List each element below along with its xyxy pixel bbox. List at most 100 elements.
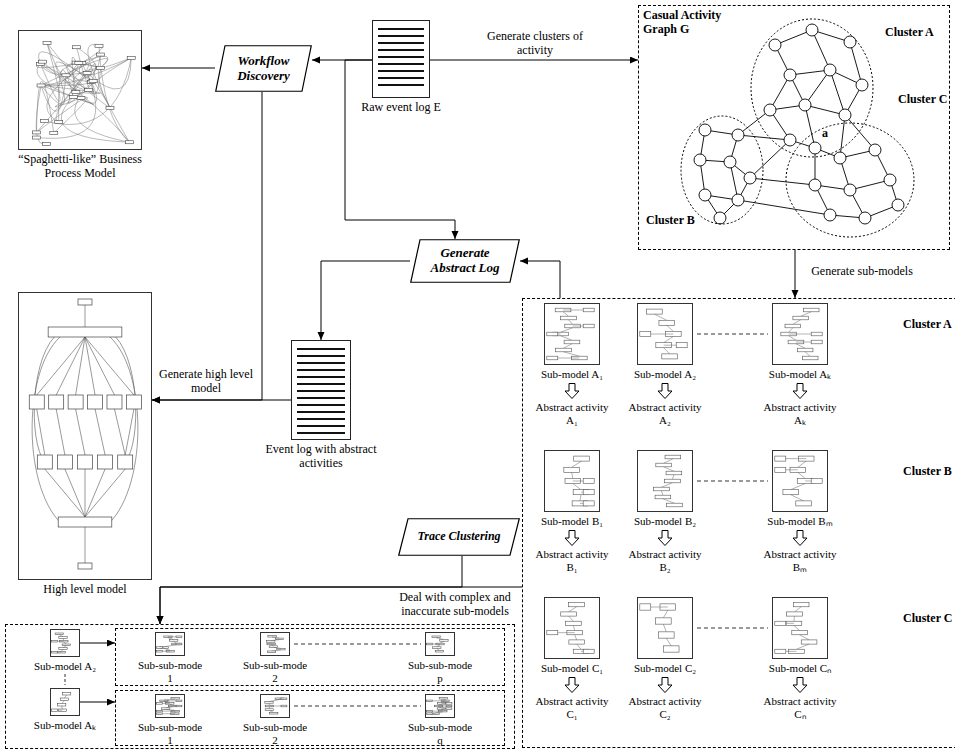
hollow-arrow-shape [658,531,672,546]
hollow-arrow-shape [793,531,807,546]
thumb-frame [261,633,290,656]
thumb-link [791,484,805,490]
abstract-activity-label: Abstract activity C₁ [530,695,614,720]
thumb-link [85,337,114,395]
cluster-ellipse [751,19,873,157]
thumb-link [793,616,795,621]
thumb-link [36,85,46,144]
thumb-step [157,710,163,712]
thumb-step [52,651,58,653]
thumb-frame [638,304,693,365]
thumb-link [41,85,94,104]
model-label-slot: Sub-sub-mode q [406,721,474,746]
document-line [297,376,345,378]
model-label-slot: Sub-model A₂ [623,368,707,381]
cluster-name-slot: Cluster B [646,214,696,228]
activity-node [869,144,881,156]
model-label-slot: Sub-sub-mode 2 [241,721,309,746]
thumb-step [55,633,63,635]
thumb-step [432,636,440,638]
thumb-link [795,607,802,612]
activity-node [732,129,744,141]
panel-title: Casual Activity Graph G [643,9,748,37]
thumb-step [157,647,163,649]
activity-node [809,142,821,154]
thumb-step [281,698,287,700]
activity-node [884,174,896,186]
model-label: Sub-model C₁ [530,662,614,675]
model-label: “Spaghetti-like” Business Process Model [13,153,147,181]
thumb-step [433,647,441,649]
thumb-step [267,643,275,645]
parallelogram-outline [399,519,520,556]
abstract-activity-label-slot: Abstract activity C₁ [530,695,614,720]
thumb-step [42,142,50,145]
thumb-step [32,131,40,134]
thumb-step [775,649,786,653]
thumb-step [654,487,670,491]
graph-link [805,105,815,148]
document-line [297,397,345,399]
model-label-slot: Sub-sub-mode p [406,659,474,684]
thumb-step [583,308,594,312]
thumb-step [125,141,133,144]
model-label: Event log with abstract activities [256,443,386,471]
thumb-step [435,650,443,652]
thumb-step [564,467,580,472]
thumb-link [98,55,110,108]
thumb-step [676,343,687,348]
thumb-step [783,490,799,495]
model-label-slot: Sub-model C₂ [623,662,707,675]
flow-arrow [160,587,522,624]
thumb-step [171,698,179,700]
thumb-step [59,637,67,639]
activity-node [824,64,836,76]
thumb-link [572,461,582,467]
thumb-step [583,324,594,328]
thumb-link [664,459,673,463]
thumb-link [62,638,64,640]
thumb-step [68,395,83,409]
thumb-step [277,648,285,650]
hollow-arrow [792,677,808,693]
activity-node [824,209,836,221]
model-label-slot: Sub-model Aₖ [758,368,842,381]
thumb-step [157,713,163,715]
thumb-link [667,325,674,331]
thumb-link [798,461,806,467]
document-line [378,84,424,86]
thumb-frame [773,598,828,659]
document-line [297,432,345,434]
hollow-arrow [792,383,808,399]
thumb-step [427,700,433,702]
panel-title-slot: Casual Activity Graph G [643,9,748,37]
model-thumbnail [18,292,152,580]
graph-link [738,135,790,140]
model-label-slot: Sub-sub-mode 1 [136,721,204,746]
model-thumbnail [425,694,455,718]
thumb-step [62,693,70,695]
sub-model: Sub-model AₖAbstract activity Aₖ [772,303,828,365]
thumb-link [572,472,573,478]
thumb-step [176,643,182,645]
node-marker-label-slot: a [822,127,836,141]
document-line [297,362,345,364]
thumb-frame [545,451,600,512]
thumb-step [785,324,801,328]
activity-node [732,194,744,206]
ellipsis-line [294,706,421,707]
thumb-step [801,640,817,644]
model-label: Sub-model B₂ [623,515,707,528]
thumb-link [85,337,95,395]
edge-label: Generate clusters of activity [480,30,590,58]
sub-sub-model: Sub-sub-mode p [425,632,455,656]
thumb-step [77,97,85,100]
abstract-activity-label: Abstract activity B₂ [623,548,707,573]
thumb-step [73,46,81,49]
model-label: Sub-sub-mode q [406,721,474,746]
step-name: Workflow Discovery [229,54,298,84]
thumb-link [40,58,131,75]
thumb-link [794,625,800,630]
thumb-frame [19,31,142,150]
document-line [378,42,424,44]
